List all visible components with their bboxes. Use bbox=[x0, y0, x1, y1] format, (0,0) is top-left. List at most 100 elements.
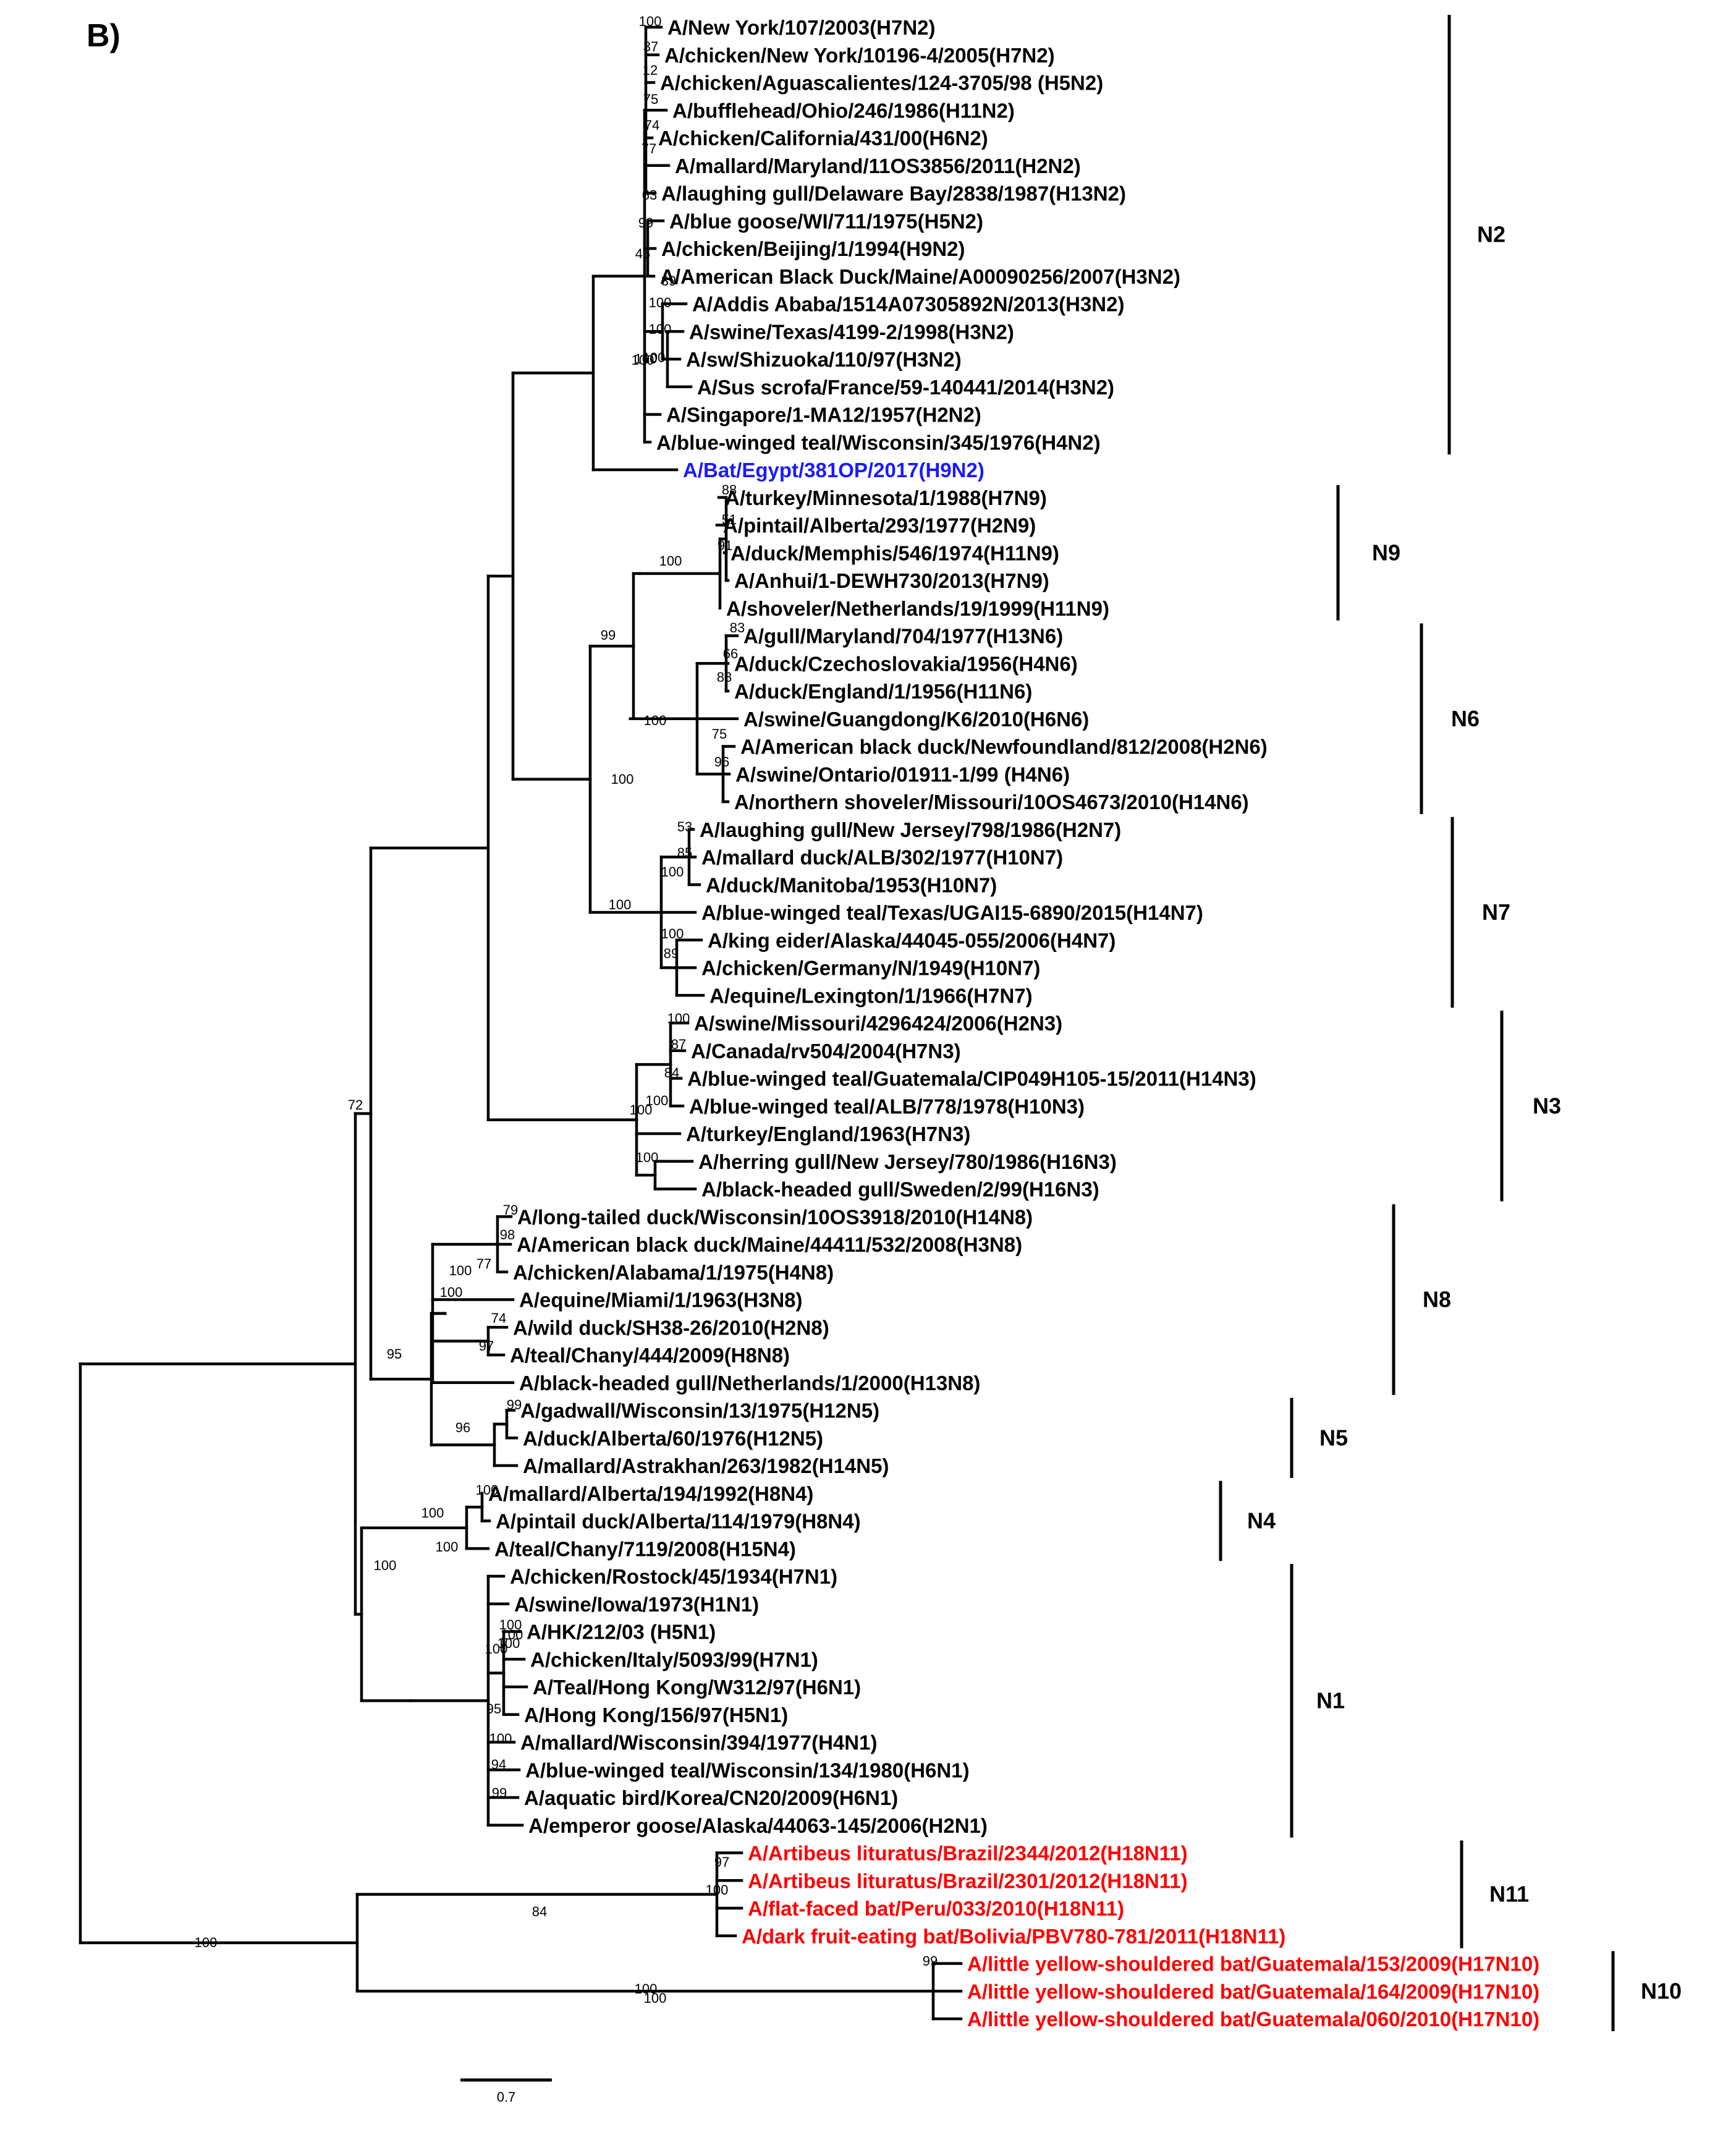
taxon-label: A/Artibeus lituratus/Brazil/2344/2012(H1… bbox=[748, 1842, 1188, 1865]
taxon-label: A/Bat/Egypt/381OP/2017(H9N2) bbox=[683, 459, 984, 482]
bootstrap-value: 100 bbox=[632, 352, 654, 368]
taxon-label: A/American Black Duck/Maine/A00090256/20… bbox=[660, 265, 1180, 288]
taxon-label: A/gadwall/Wisconsin/13/1975(H12N5) bbox=[520, 1399, 879, 1422]
bootstrap-value: 94 bbox=[491, 1757, 506, 1772]
bootstrap-value: 39 bbox=[661, 273, 676, 289]
bootstrap-value: 51 bbox=[722, 512, 737, 527]
taxon-label: A/turkey/England/1963(H7N3) bbox=[686, 1123, 970, 1145]
bootstrap-value: 100 bbox=[644, 713, 667, 728]
taxon-label: A/mallard/Wisconsin/394/1977(H4N1) bbox=[520, 1731, 877, 1754]
bootstrap-value: 100 bbox=[649, 321, 672, 337]
taxon-label: A/swine/Guangdong/K6/2010(H6N6) bbox=[743, 708, 1089, 731]
bootstrap-value: 100 bbox=[449, 1263, 472, 1278]
bootstrap-value: 100 bbox=[498, 1636, 520, 1651]
bootstrap-value: 99 bbox=[601, 627, 616, 643]
bootstrap-value: 100 bbox=[639, 14, 662, 29]
bootstrap-value: 100 bbox=[667, 1011, 690, 1026]
taxon-label: A/little yellow-shouldered bat/Guatemala… bbox=[967, 2008, 1539, 2031]
bootstrap-value: 99 bbox=[507, 1397, 522, 1412]
bootstrap-value: 75 bbox=[643, 91, 658, 107]
taxon-label: A/chicken/Germany/N/1949(H10N7) bbox=[701, 957, 1040, 980]
taxon-label: A/black-headed gull/Netherlands/1/2000(H… bbox=[519, 1372, 980, 1395]
taxon-label: A/chicken/Alabama/1/1975(H4N8) bbox=[513, 1261, 834, 1284]
bootstrap-value: 100 bbox=[635, 1981, 658, 1997]
bootstrap-value: 100 bbox=[636, 1150, 659, 1165]
bootstrap-value: 84 bbox=[532, 1904, 547, 1919]
taxon-label: A/duck/England/1/1956(H11N6) bbox=[734, 680, 1032, 703]
bootstrap-value: 79 bbox=[503, 1202, 518, 1218]
bootstrap-value: 66 bbox=[723, 646, 738, 661]
taxon-label: A/Singapore/1-MA12/1957(H2N2) bbox=[666, 404, 981, 427]
taxon-label: A/Anhui/1-DEWH730/2013(H7N9) bbox=[734, 569, 1049, 592]
bootstrap-value: 100 bbox=[374, 1558, 397, 1573]
taxon-label: A/turkey/Minnesota/1/1988(H7N9) bbox=[725, 486, 1047, 509]
bootstrap-value: 100 bbox=[649, 295, 672, 310]
taxon-label: A/Canada/rv504/2004(H7N3) bbox=[691, 1040, 961, 1063]
bootstrap-value: 100 bbox=[661, 926, 684, 941]
taxon-label: A/chicken/Beijing/1/1994(H9N2) bbox=[661, 237, 965, 260]
bootstrap-value: 100 bbox=[485, 1641, 508, 1657]
taxon-label: A/shoveler/Netherlands/19/1999(H11N9) bbox=[726, 597, 1109, 620]
taxon-label: A/Artibeus lituratus/Brazil/2301/2012(H1… bbox=[748, 1869, 1188, 1892]
clade-label: N6 bbox=[1451, 706, 1480, 731]
taxon-label: A/mallard/Astrakhan/263/1982(H14N5) bbox=[523, 1454, 889, 1477]
taxon-label: A/herring gull/New Jersey/780/1986(H16N3… bbox=[698, 1150, 1117, 1173]
bootstrap-value: 100 bbox=[644, 1990, 667, 2006]
bootstrap-value: 100 bbox=[436, 1539, 459, 1555]
bootstrap-value: 100 bbox=[195, 1935, 218, 1950]
bootstrap-value: 45 bbox=[635, 246, 650, 261]
taxon-label: A/chicken/Rostock/45/1934(H7N1) bbox=[510, 1565, 837, 1588]
bootstrap-value: 99 bbox=[923, 1953, 938, 1969]
bootstrap-value: 84 bbox=[664, 1065, 679, 1080]
bootstrap-value: 89 bbox=[664, 946, 679, 961]
bootstrap-value: 98 bbox=[500, 1227, 515, 1242]
bootstrap-value: 100 bbox=[440, 1284, 463, 1300]
bootstrap-value: 96 bbox=[714, 754, 729, 770]
bootstrap-value: 75 bbox=[712, 726, 727, 742]
taxon-label: A/blue-winged teal/Wisconsin/134/1980(H6… bbox=[525, 1759, 970, 1781]
taxon-label: A/bufflehead/Ohio/246/1986(H11N2) bbox=[672, 99, 1015, 122]
bootstrap-value: 95 bbox=[387, 1346, 402, 1362]
bootstrap-value: 95 bbox=[486, 1701, 501, 1717]
taxon-label: A/long-tailed duck/Wisconsin/10OS3918/20… bbox=[517, 1205, 1033, 1228]
taxon-label: A/pintail duck/Alberta/114/1979(H8N4) bbox=[496, 1510, 861, 1533]
taxon-label: A/laughing gull/New Jersey/798/1986(H2N7… bbox=[700, 818, 1121, 841]
taxon-label: A/swine/Missouri/4296424/2006(H2N3) bbox=[694, 1012, 1062, 1035]
taxon-label: A/American black duck/Maine/44411/532/20… bbox=[517, 1233, 1022, 1256]
taxon-label: A/mallard/Alberta/194/1992(H8N4) bbox=[488, 1482, 813, 1505]
taxon-label: A/duck/Alberta/60/1976(H12N5) bbox=[523, 1427, 823, 1450]
taxon-label: A/duck/Czechoslovakia/1956(H4N6) bbox=[734, 652, 1078, 675]
taxon-label: A/equine/Miami/1/1963(H3N8) bbox=[519, 1289, 803, 1312]
bootstrap-value: 100 bbox=[630, 1102, 653, 1118]
clade-label: N1 bbox=[1316, 1687, 1345, 1713]
taxon-label: A/mallard duck/ALB/302/1977(H10N7) bbox=[701, 846, 1063, 869]
taxon-label: A/aquatic bird/Korea/CN20/2009(H6N1) bbox=[524, 1786, 898, 1809]
bootstrap-value: 96 bbox=[455, 1420, 470, 1435]
bootstrap-value: 100 bbox=[476, 1482, 499, 1498]
bootstrap-value: 37 bbox=[643, 39, 658, 54]
bootstrap-value: 72 bbox=[348, 1097, 363, 1113]
bootstrap-value: 88 bbox=[722, 482, 737, 498]
clade-label: N2 bbox=[1477, 222, 1505, 247]
taxon-label: A/teal/Chany/444/2009(H8N8) bbox=[510, 1344, 790, 1367]
scale-bar-label: 0.7 bbox=[497, 2089, 516, 2105]
bootstrap-value: 53 bbox=[677, 819, 692, 834]
taxon-label: A/HK/212/03 (H5N1) bbox=[527, 1621, 716, 1644]
taxon-label: A/equine/Lexington/1/1966(H7N7) bbox=[709, 984, 1033, 1007]
taxon-labels: A/New York/107/2003(H7N2) A/chicken/New Y… bbox=[488, 16, 1539, 2031]
taxon-label: A/chicken/California/431/00(H6N2) bbox=[658, 127, 988, 150]
bootstrap-value: 97 bbox=[714, 1854, 729, 1870]
clade-label: N5 bbox=[1319, 1425, 1348, 1450]
taxon-label: A/swine/Iowa/1973(H1N1) bbox=[514, 1593, 759, 1616]
taxon-label: A/Hong Kong/156/97(H5N1) bbox=[524, 1704, 788, 1726]
bootstrap-value: 99 bbox=[638, 215, 653, 231]
taxon-label: A/little yellow-shouldered bat/Guatemala… bbox=[967, 1953, 1539, 1976]
taxon-label: A/chicken/Aguascalientes/124-3705/98 (H5… bbox=[660, 72, 1103, 95]
taxon-label: A/duck/Memphis/546/1974(H11N9) bbox=[730, 541, 1059, 564]
taxon-label: A/New York/107/2003(H7N2) bbox=[667, 16, 936, 39]
taxon-label: A/laughing gull/Delaware Bay/2838/1987(H… bbox=[661, 182, 1126, 205]
taxon-label: A/chicken/New York/10196-4/2005(H7N2) bbox=[664, 44, 1055, 67]
bootstrap-value: 85 bbox=[677, 845, 692, 860]
